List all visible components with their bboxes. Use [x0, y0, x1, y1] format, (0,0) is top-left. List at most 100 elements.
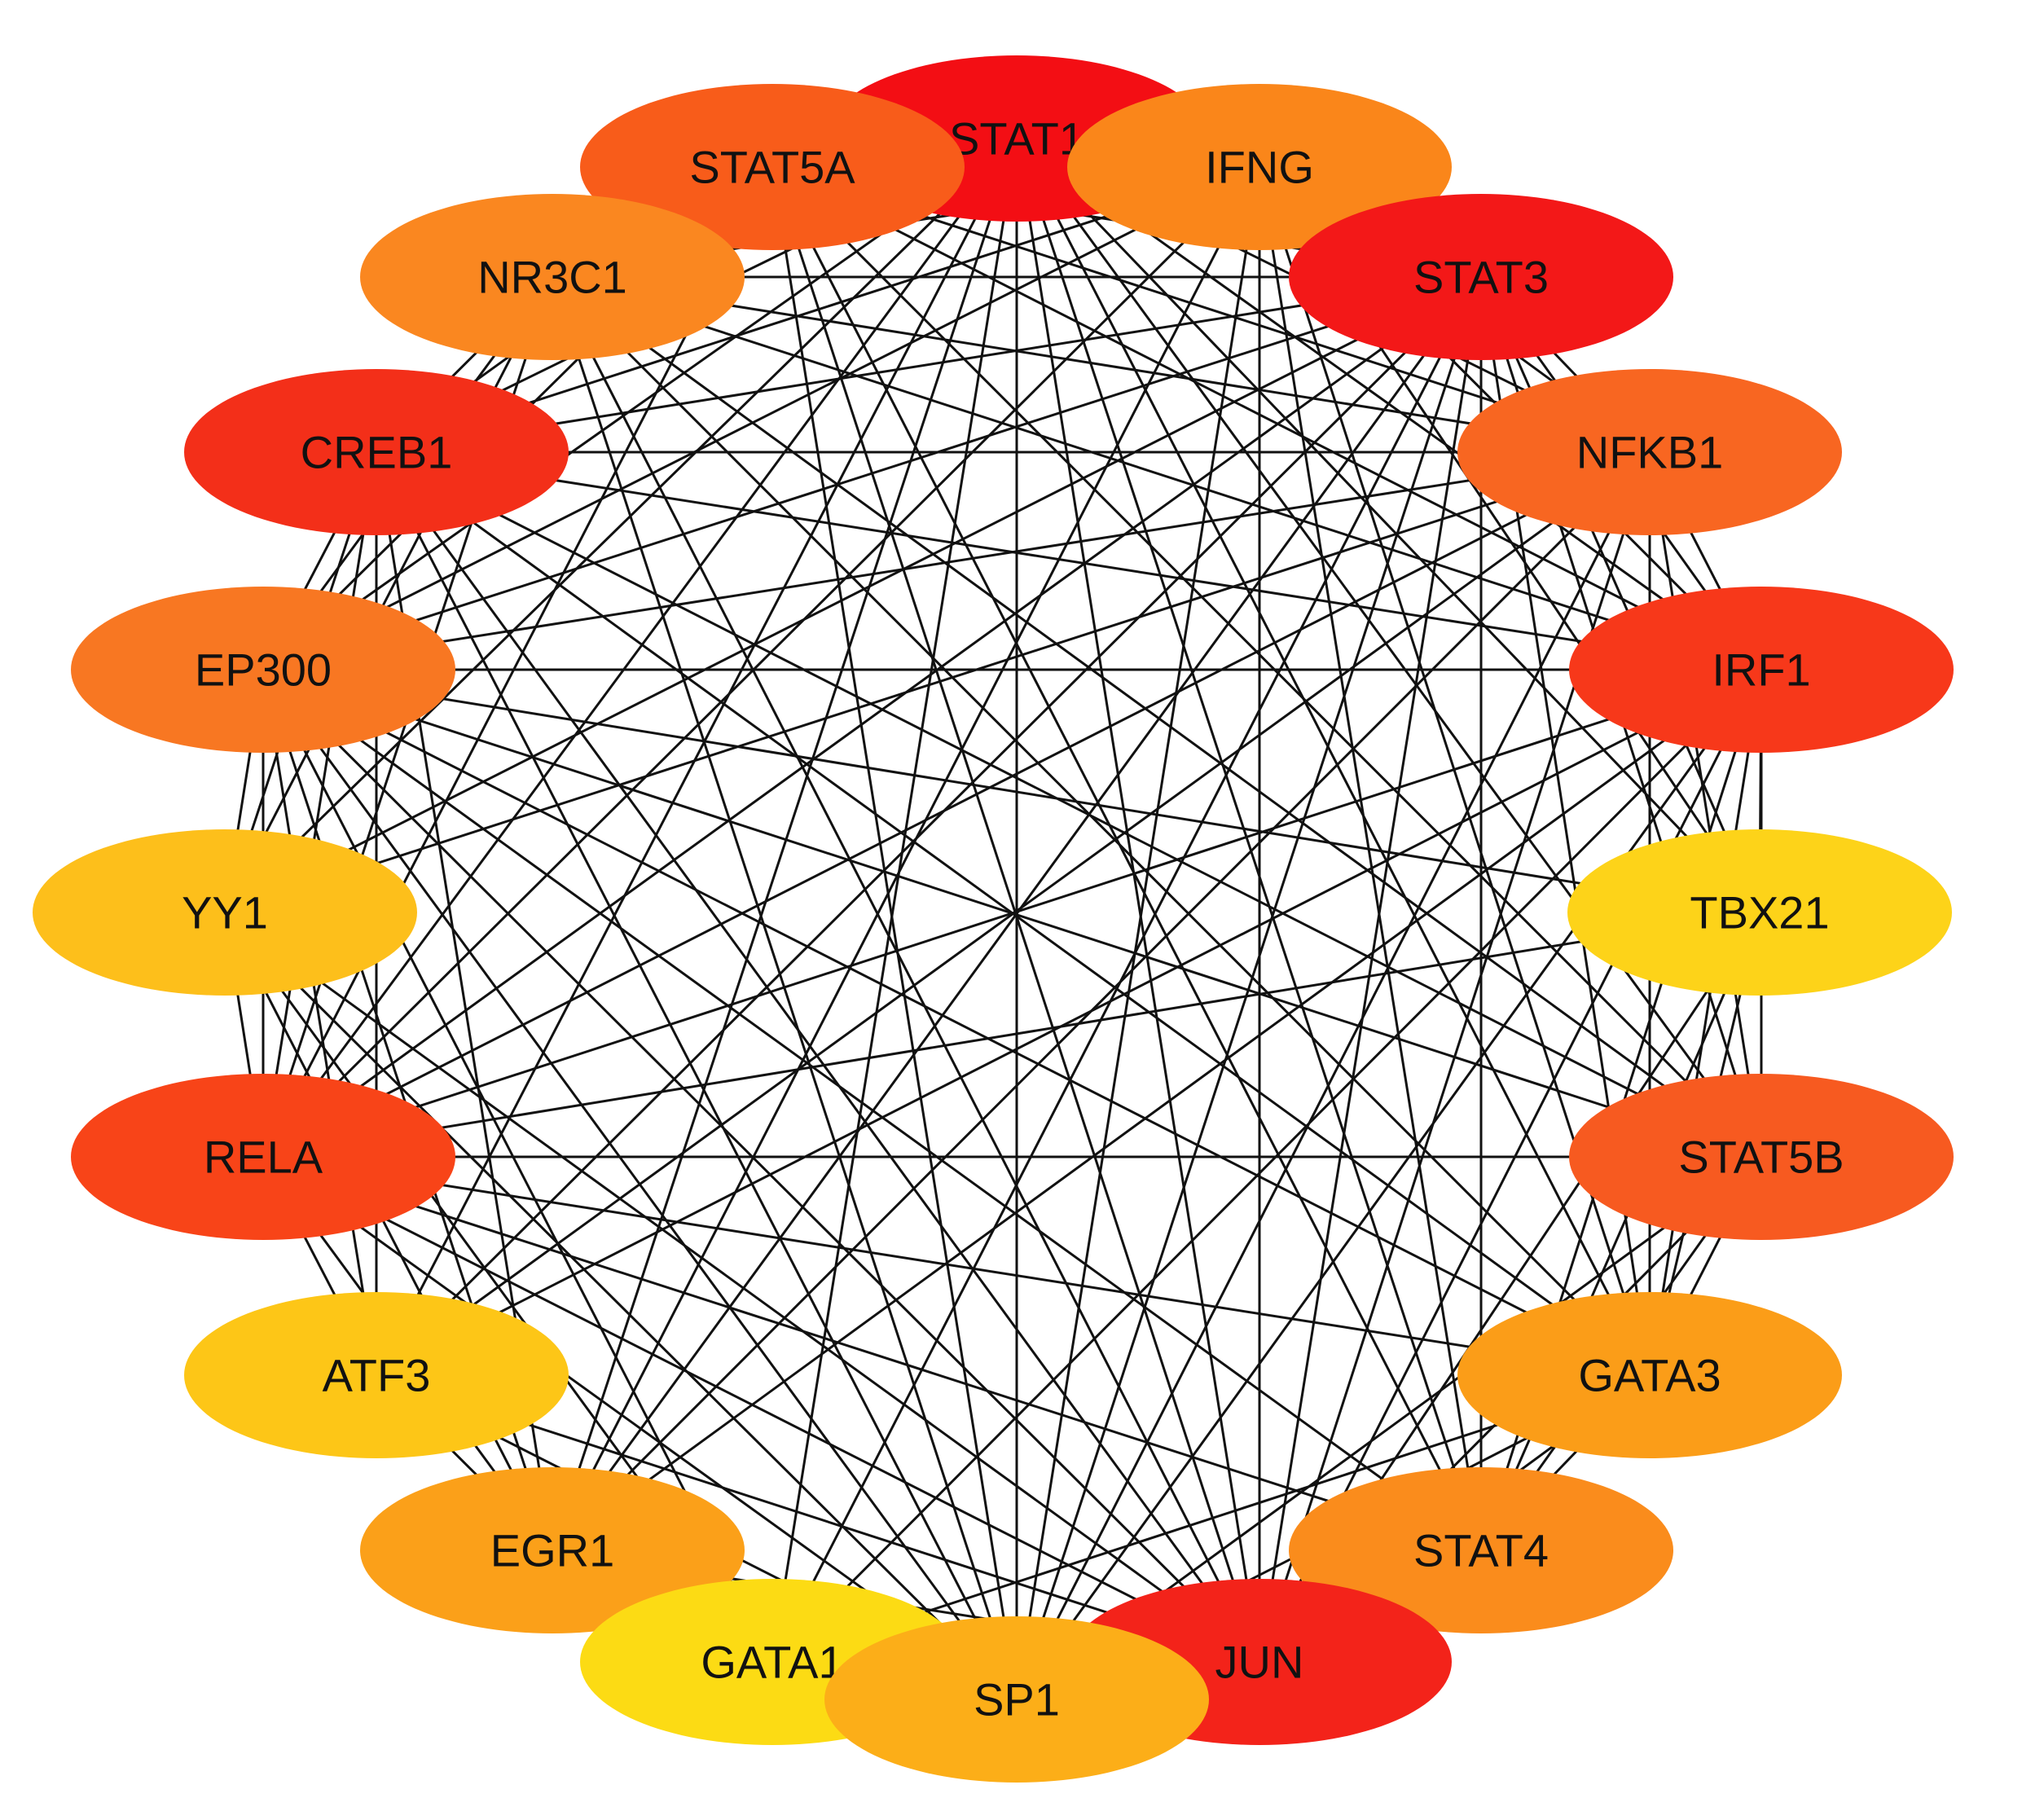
node-ellipse-irf1[interactable]: [1569, 587, 1954, 753]
edge-stat1-tbx21: [1015, 137, 1761, 914]
node-ellipse-gata3[interactable]: [1457, 1292, 1842, 1458]
edge-nfkb1-stat5b: [1648, 451, 1763, 1158]
node-label-egr1: EGR1: [490, 1525, 615, 1576]
node-label-gata3: GATA3: [1578, 1350, 1721, 1401]
node-ellipse-yy1[interactable]: [33, 829, 417, 996]
edge-jun-yy1: [223, 911, 1261, 1664]
node-atf3[interactable]: ATF3: [184, 1292, 569, 1458]
edge-ifng-sp1: [1015, 165, 1261, 1701]
node-label-ifng: IFNG: [1205, 142, 1314, 193]
edge-stat4-ep300: [262, 668, 1483, 1552]
node-ellipse-rela[interactable]: [71, 1074, 455, 1240]
node-ellipse-ifng[interactable]: [1067, 84, 1452, 250]
node-stat3[interactable]: STAT3: [1289, 194, 1673, 360]
node-ifng[interactable]: IFNG: [1067, 84, 1452, 250]
edge-nfkb1-yy1: [223, 451, 1651, 914]
edge-sp1-nr3c1: [551, 275, 1018, 1701]
node-ellipse-ep300[interactable]: [71, 587, 455, 753]
edge-stat4-rela: [262, 1155, 1483, 1552]
edge-jun-creb1: [375, 451, 1261, 1664]
node-stat5a[interactable]: STAT5A: [580, 84, 965, 250]
node-label-nr3c1: NR3C1: [477, 252, 627, 303]
node-label-irf1: IRF1: [1712, 644, 1810, 696]
edge-stat1-stat5b: [1015, 137, 1763, 1158]
edge-nfkb1-nr3c1: [551, 275, 1651, 454]
edge-tbx21-stat4: [1479, 911, 1761, 1552]
edge-tbx21-ep300: [262, 668, 1761, 914]
edge-stat4-stat5a: [771, 165, 1483, 1552]
node-ellipse-stat5b[interactable]: [1569, 1074, 1954, 1240]
edge-irf1-nr3c1: [551, 275, 1763, 671]
node-egr1[interactable]: EGR1: [360, 1467, 745, 1633]
edge-gata3-nr3c1: [551, 275, 1651, 1377]
edge-jun-rela: [262, 1155, 1261, 1664]
node-label-rela: RELA: [204, 1132, 323, 1183]
edge-stat1-rela: [262, 137, 1018, 1158]
edge-yy1-nr3c1: [223, 275, 554, 914]
node-stat5b[interactable]: STAT5B: [1569, 1074, 1954, 1240]
node-label-stat5b: STAT5B: [1678, 1132, 1844, 1183]
edge-tbx21-rela: [262, 911, 1761, 1158]
node-nr3c1[interactable]: NR3C1: [360, 194, 745, 360]
node-ellipse-stat5a[interactable]: [580, 84, 965, 250]
edge-stat1-stat4: [1015, 137, 1483, 1552]
node-ellipse-stat4[interactable]: [1289, 1467, 1673, 1633]
edge-stat3-atf3: [375, 275, 1483, 1377]
node-yy1[interactable]: YY1: [33, 829, 417, 996]
node-label-yy1: YY1: [182, 887, 268, 939]
node-gata3[interactable]: GATA3: [1457, 1292, 1842, 1458]
edge-jun-stat5a: [771, 165, 1261, 1664]
node-ellipse-atf3[interactable]: [184, 1292, 569, 1458]
node-creb1[interactable]: CREB1: [184, 369, 569, 535]
edge-nfkb1-egr1: [551, 451, 1651, 1552]
node-label-ep300: EP300: [195, 644, 332, 696]
node-ellipse-sp1[interactable]: [824, 1616, 1209, 1783]
node-label-nfkb1: NFKB1: [1576, 427, 1724, 478]
node-label-stat1: STAT1: [949, 113, 1084, 165]
edge-ifng-stat4: [1258, 165, 1483, 1552]
edge-sp1-yy1: [223, 911, 1018, 1701]
edge-stat3-tbx21: [1479, 275, 1761, 914]
edge-stat1-jun: [1015, 137, 1261, 1664]
node-label-stat3: STAT3: [1413, 252, 1549, 303]
edge-stat3-gata1: [771, 275, 1483, 1664]
node-irf1[interactable]: IRF1: [1569, 587, 1954, 753]
node-label-stat4: STAT4: [1413, 1525, 1549, 1576]
node-ellipse-egr1[interactable]: [360, 1467, 745, 1633]
node-ellipse-creb1[interactable]: [184, 369, 569, 535]
edge-irf1-egr1: [551, 668, 1763, 1552]
edge-irf1-stat5a: [771, 165, 1763, 671]
edge-stat1-yy1: [223, 137, 1018, 914]
edge-irf1-atf3: [375, 668, 1763, 1377]
edge-stat3-creb1: [375, 275, 1483, 454]
edge-jun-nr3c1: [551, 275, 1261, 1664]
node-ellipse-nr3c1[interactable]: [360, 194, 745, 360]
node-ep300[interactable]: EP300: [71, 587, 455, 753]
node-tbx21[interactable]: TBX21: [1567, 829, 1952, 996]
node-ellipse-stat3[interactable]: [1289, 194, 1673, 360]
edge-layer: [223, 137, 1763, 1701]
node-ellipse-tbx21[interactable]: [1567, 829, 1952, 996]
edge-egr1-yy1: [223, 911, 554, 1552]
edge-irf1-sp1: [1015, 668, 1763, 1701]
node-label-atf3: ATF3: [323, 1350, 431, 1401]
node-nfkb1[interactable]: NFKB1: [1457, 369, 1842, 535]
edge-atf3-ep300: [262, 668, 378, 1377]
node-sp1[interactable]: SP1: [824, 1616, 1209, 1783]
edge-gata3-ep300: [262, 668, 1651, 1377]
edge-irf1-gata1: [771, 668, 1763, 1664]
node-label-gata1: GATA1: [701, 1637, 843, 1688]
node-rela[interactable]: RELA: [71, 1074, 455, 1240]
node-stat4[interactable]: STAT4: [1289, 1467, 1673, 1633]
edge-ifng-egr1: [551, 165, 1261, 1552]
edge-ifng-ep300: [262, 165, 1261, 671]
node-ellipse-nfkb1[interactable]: [1457, 369, 1842, 535]
edge-stat5b-stat5a: [771, 165, 1763, 1158]
node-label-sp1: SP1: [974, 1674, 1060, 1725]
edge-nfkb1-sp1: [1015, 451, 1651, 1701]
edge-sp1-stat5a: [771, 165, 1018, 1701]
node-label-stat5a: STAT5A: [689, 142, 855, 193]
edge-stat3-sp1: [1015, 275, 1483, 1701]
edge-stat1-gata1: [771, 137, 1018, 1664]
